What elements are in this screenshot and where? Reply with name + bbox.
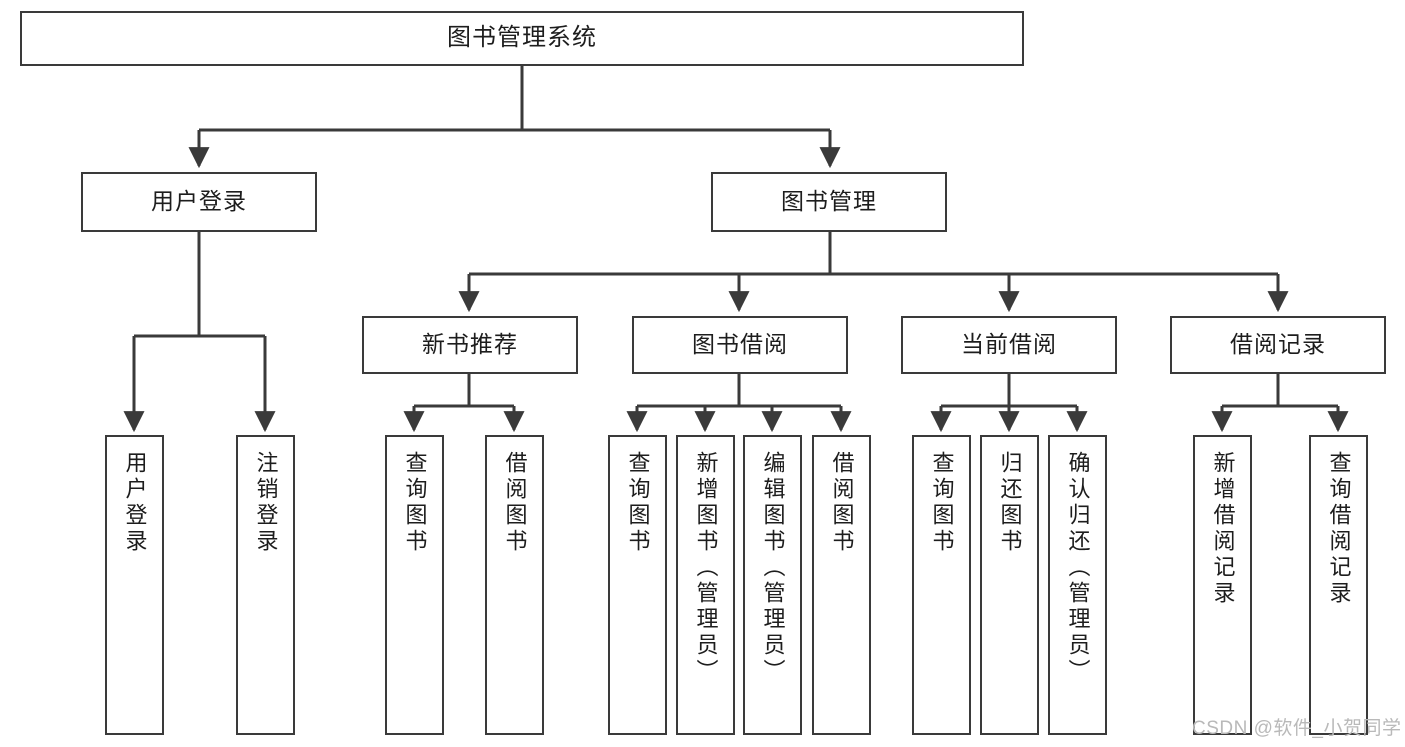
node-label: 借阅图书 (829, 451, 855, 555)
node-label: 借阅图书 (502, 451, 528, 555)
node-root-system[interactable]: 图书管理系统 (20, 11, 1024, 66)
node-label: 查询图书 (625, 451, 651, 555)
node-label: 借阅记录 (1230, 331, 1326, 358)
leaf-borrow-records-query[interactable]: 查询借阅记录 (1309, 435, 1368, 735)
node-label: 编辑图书（管理员） (760, 451, 786, 685)
node-label: 注销登录 (253, 451, 279, 555)
leaf-book-borrow-edit[interactable]: 编辑图书（管理员） (743, 435, 802, 735)
leaf-new-book-borrow[interactable]: 借阅图书 (485, 435, 544, 735)
node-label: 新增图书（管理员） (693, 451, 719, 685)
node-label: 用户登录 (122, 451, 148, 555)
node-label: 当前借阅 (961, 331, 1057, 358)
node-book-borrow[interactable]: 图书借阅 (632, 316, 848, 374)
node-borrow-records[interactable]: 借阅记录 (1170, 316, 1386, 374)
node-label: 查询图书 (929, 451, 955, 555)
node-label: 确认归还（管理员） (1065, 451, 1091, 685)
leaf-current-borrow-return[interactable]: 归还图书 (980, 435, 1039, 735)
node-book-management[interactable]: 图书管理 (711, 172, 947, 232)
leaf-new-book-query[interactable]: 查询图书 (385, 435, 444, 735)
leaf-book-borrow-add[interactable]: 新增图书（管理员） (676, 435, 735, 735)
watermark: CSDN @软件_小贺同学 (1192, 718, 1402, 739)
leaf-current-borrow-confirm-return[interactable]: 确认归还（管理员） (1048, 435, 1107, 735)
node-label: 用户登录 (151, 188, 247, 215)
leaf-current-borrow-query[interactable]: 查询图书 (912, 435, 971, 735)
leaf-user-login-login[interactable]: 用户登录 (105, 435, 164, 735)
node-label: 图书管理系统 (447, 24, 597, 52)
node-label: 图书借阅 (692, 331, 788, 358)
node-label: 归还图书 (997, 451, 1023, 555)
leaf-book-borrow-borrow[interactable]: 借阅图书 (812, 435, 871, 735)
node-new-book-recommend[interactable]: 新书推荐 (362, 316, 578, 374)
node-label: 查询图书 (402, 451, 428, 555)
leaf-borrow-records-add[interactable]: 新增借阅记录 (1193, 435, 1252, 735)
node-current-borrow[interactable]: 当前借阅 (901, 316, 1117, 374)
leaf-book-borrow-query[interactable]: 查询图书 (608, 435, 667, 735)
leaf-user-login-logout[interactable]: 注销登录 (236, 435, 295, 735)
node-label: 图书管理 (781, 188, 877, 215)
node-label: 新书推荐 (422, 331, 518, 358)
node-label: 新增借阅记录 (1210, 451, 1236, 607)
node-user-login[interactable]: 用户登录 (81, 172, 317, 232)
node-label: 查询借阅记录 (1326, 451, 1352, 607)
